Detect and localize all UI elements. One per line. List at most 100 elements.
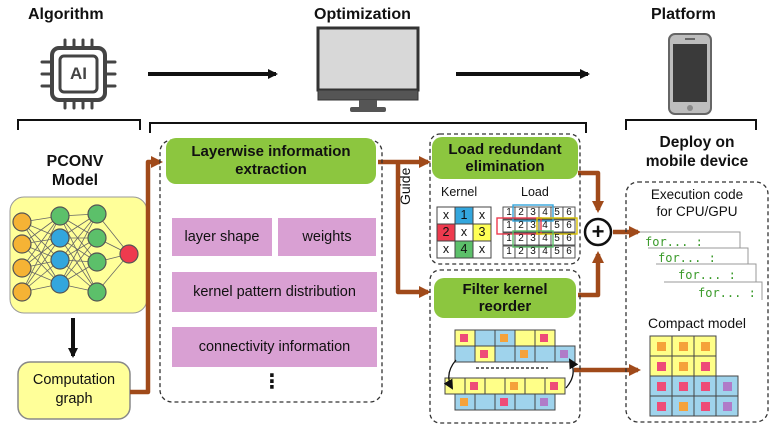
extraction-title-line1: Layerwise information — [191, 143, 351, 160]
kernel-cell: x — [442, 208, 450, 222]
nn-hidden-node — [50, 274, 70, 294]
kernel-grid — [436, 206, 492, 259]
kernel-cell: 1 — [460, 208, 468, 222]
load-cell: 5 — [554, 233, 560, 244]
pconv-model-title-line2: Model — [51, 172, 99, 189]
kernel-cell: x — [478, 208, 486, 222]
deploy-title-line2: mobile device — [645, 153, 749, 170]
nn-input-node — [12, 234, 32, 254]
nn-hidden-node — [50, 228, 70, 248]
deploy-dashed-box — [625, 181, 769, 423]
arrow-filter-to-plus — [578, 251, 604, 298]
computation-graph-line1: Computation — [32, 372, 116, 388]
layer-shape-box: layer shape — [172, 218, 272, 256]
connectivity-box: connectivity information — [172, 327, 377, 367]
load-cell: 3 — [530, 233, 536, 244]
filter-dashed-box — [429, 269, 581, 424]
nn-hidden-node — [87, 204, 107, 224]
plus-circle — [583, 217, 613, 247]
header-platform: Platform — [651, 6, 716, 23]
nn-hidden-node — [50, 250, 70, 270]
code-stairs — [640, 231, 763, 300]
arrow-load-to-plus — [578, 170, 604, 213]
compact-model-markers — [657, 342, 732, 411]
arrow-graph-to-extraction — [130, 156, 163, 395]
load-cell: 4 — [542, 233, 548, 244]
code-line-3: for... : — [678, 268, 736, 282]
filter-header: Filter kernel reorder — [434, 278, 576, 318]
plus-icon: + — [591, 219, 605, 244]
load-cell: 3 — [530, 207, 536, 218]
kernel-cell: 4 — [460, 242, 468, 256]
arrow-guide-to-filter — [395, 162, 431, 298]
pconv-model-title: PCONV Model — [20, 152, 130, 190]
compact-model-grid — [649, 335, 739, 417]
load-cell: 2 — [518, 207, 524, 218]
deploy-title: Deploy on mobile device — [626, 133, 768, 171]
load-cell: 1 — [506, 207, 512, 218]
kernel-pattern-box: kernel pattern distribution — [172, 272, 377, 312]
phone-icon — [668, 33, 712, 115]
weights-box: weights — [278, 218, 376, 256]
compact-model-label: Compact model — [647, 315, 747, 331]
exec-code-line2: for CPU/GPU — [656, 204, 738, 219]
load-cell: 6 — [566, 207, 572, 218]
section-brackets — [17, 119, 757, 133]
guide-label: Guide — [397, 167, 413, 205]
load-title-line2: elimination — [465, 158, 545, 175]
kernel-cell: x — [442, 242, 450, 256]
load-cell: 2 — [518, 246, 524, 257]
extraction-title-line2: extraction — [235, 161, 307, 178]
code-line-2: for... : — [658, 251, 716, 265]
header-algorithm: Algorithm — [28, 6, 104, 23]
ai-chip-label: AI — [70, 64, 87, 83]
nn-input-node — [12, 258, 32, 278]
monitor-icon — [316, 26, 420, 112]
load-cell: 4 — [542, 220, 548, 231]
load-cell: 3 — [530, 246, 536, 257]
code-line-4: for... : — [698, 286, 756, 300]
kernel-label: Kernel — [441, 185, 478, 199]
nn-input-node — [12, 282, 32, 302]
load-cell: 5 — [554, 207, 560, 218]
load-grid — [496, 204, 578, 259]
load-cell: 6 — [566, 233, 572, 244]
ai-chip-icon — [40, 38, 117, 110]
load-cell: 4 — [542, 246, 548, 257]
nn-hidden-node — [87, 228, 107, 248]
load-cell: 4 — [542, 207, 548, 218]
exec-code-label: Execution code for CPU/GPU — [628, 186, 766, 220]
load-cell: 1 — [506, 220, 512, 231]
kernel-cell: 3 — [478, 225, 486, 239]
filter-title-line2: reorder — [478, 298, 532, 315]
kernel-cell: x — [478, 242, 486, 256]
nn-hidden-node — [50, 206, 70, 226]
kernel-cell: 2 — [442, 225, 450, 239]
header-optimization: Optimization — [314, 6, 411, 23]
extraction-header: Layerwise information extraction — [166, 138, 376, 184]
neural-network-graph — [12, 204, 139, 302]
load-cell: 1 — [506, 233, 512, 244]
ellipsis-icon: ⋮ — [262, 371, 282, 393]
load-cell: 5 — [554, 220, 560, 231]
load-cell: 1 — [506, 246, 512, 257]
nn-output-node — [119, 244, 139, 264]
nn-hidden-node — [87, 282, 107, 302]
exec-code-line1: Execution code — [650, 187, 744, 202]
reorder-cell-markers — [460, 334, 568, 406]
load-cell: 3 — [530, 220, 536, 231]
swap-arrows-icon — [443, 358, 579, 390]
load-dashed-box — [429, 133, 581, 265]
load-header: Load redundant elimination — [432, 137, 578, 179]
load-cell: 6 — [566, 220, 572, 231]
computation-graph-label: Computation graph — [18, 371, 130, 409]
deploy-title-line1: Deploy on — [659, 134, 735, 151]
load-cell: 6 — [566, 246, 572, 257]
code-line-1: for... : — [645, 235, 703, 249]
filter-title-line1: Filter kernel — [462, 281, 548, 298]
nn-input-node — [12, 212, 32, 232]
kernel-cell: x — [460, 225, 468, 239]
load-title-line1: Load redundant — [448, 141, 562, 158]
